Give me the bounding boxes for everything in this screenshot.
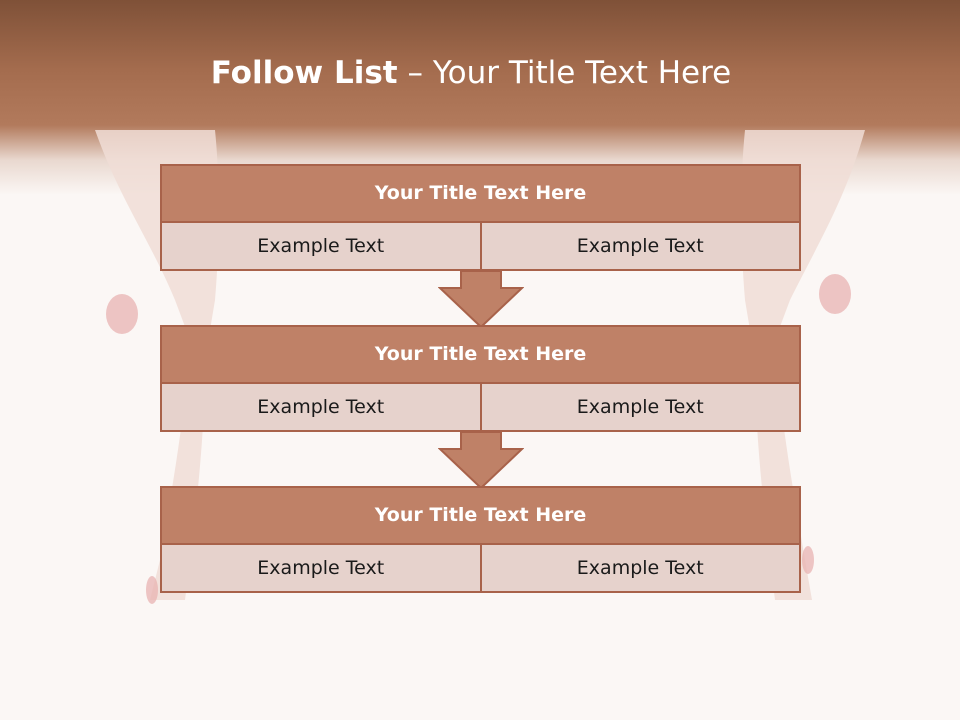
block-cell-left: Example Text xyxy=(162,545,480,591)
block-cell-right: Example Text xyxy=(479,223,799,269)
block-title: Your Title Text Here xyxy=(162,327,799,384)
down-arrow-icon xyxy=(438,271,524,329)
block-title: Your Title Text Here xyxy=(162,488,799,545)
follow-block-2: Your Title Text Here Example Text Exampl… xyxy=(160,325,801,432)
block-cell-left: Example Text xyxy=(162,384,480,430)
down-arrow-icon xyxy=(438,432,524,490)
block-title: Your Title Text Here xyxy=(162,166,799,223)
block-cell-left: Example Text xyxy=(162,223,480,269)
slide-title-bold: Follow List xyxy=(210,55,398,91)
follow-block-3: Your Title Text Here Example Text Exampl… xyxy=(160,486,801,593)
follow-block-1: Your Title Text Here Example Text Exampl… xyxy=(160,164,801,271)
block-cell-right: Example Text xyxy=(479,545,799,591)
slide-title-rest: – Your Title Text Here xyxy=(397,55,732,91)
slide-title: Follow List – Your Title Text Here xyxy=(0,55,942,91)
block-cell-right: Example Text xyxy=(479,384,799,430)
